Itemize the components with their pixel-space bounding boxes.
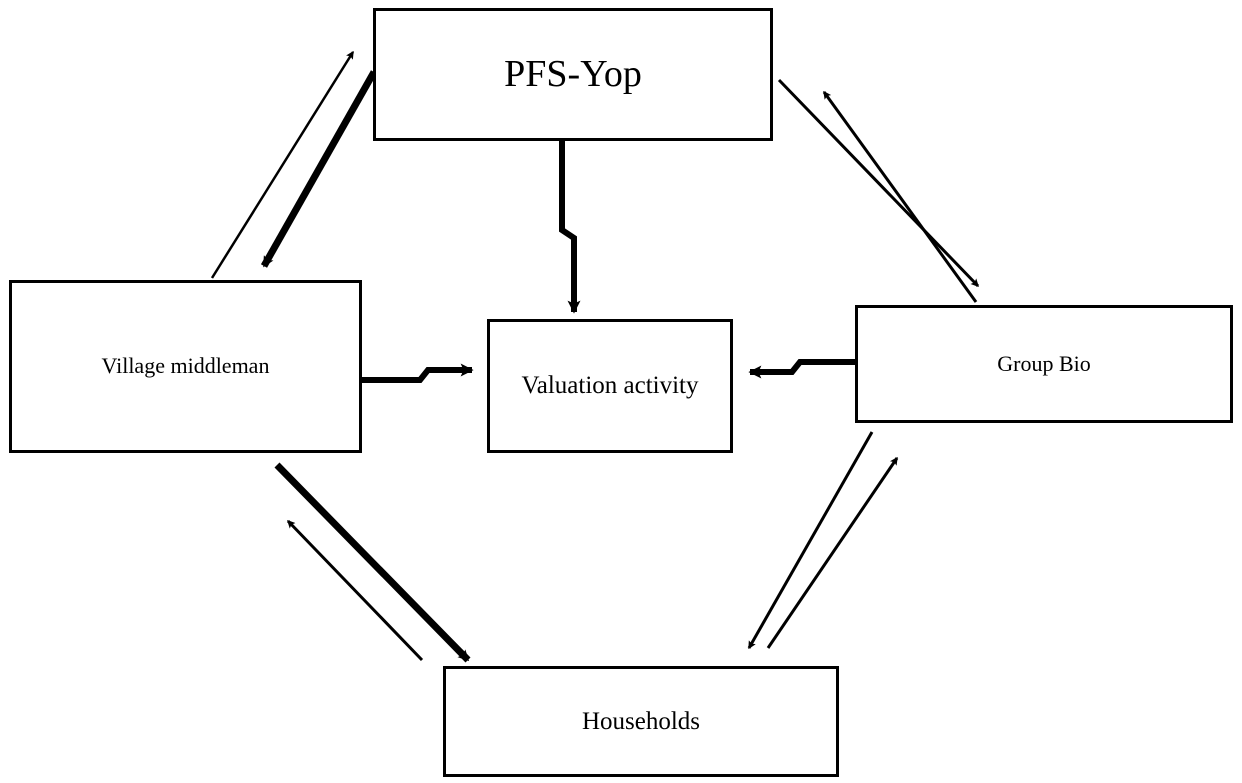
node-group-bio-label: Group Bio — [997, 350, 1091, 376]
edge-pfs-yop-to-group-bio — [777, 78, 980, 288]
node-village-middleman-label: Village middleman — [101, 353, 270, 379]
edge-village-middleman-to-pfs-yop — [210, 50, 355, 279]
node-valuation-activity[interactable]: Valuation activity — [487, 319, 733, 453]
edge-group-bio-to-households — [747, 431, 874, 650]
edge-village-middleman-to-households — [274, 462, 471, 663]
node-pfs-yop[interactable]: PFS-Yop — [373, 8, 773, 141]
edge-group-bio-to-valuation-activity — [748, 359, 856, 379]
node-group-bio[interactable]: Group Bio — [855, 305, 1233, 423]
edge-pfs-yop-to-village-middleman — [260, 70, 378, 268]
edge-pfs-yop-to-valuation-activity — [559, 140, 581, 314]
node-households[interactable]: Households — [443, 666, 839, 777]
edge-households-to-village-middleman — [286, 519, 424, 662]
node-households-label: Households — [581, 707, 701, 735]
edge-households-to-group-bio — [766, 456, 899, 649]
edge-group-bio-to-pfs-yop — [822, 90, 978, 303]
node-valuation-activity-label: Valuation activity — [521, 372, 699, 400]
edge-village-middleman-to-valuation-activity — [362, 363, 474, 383]
node-pfs-yop-label: PFS-Yop — [504, 52, 642, 95]
node-village-middleman[interactable]: Village middleman — [9, 280, 362, 453]
